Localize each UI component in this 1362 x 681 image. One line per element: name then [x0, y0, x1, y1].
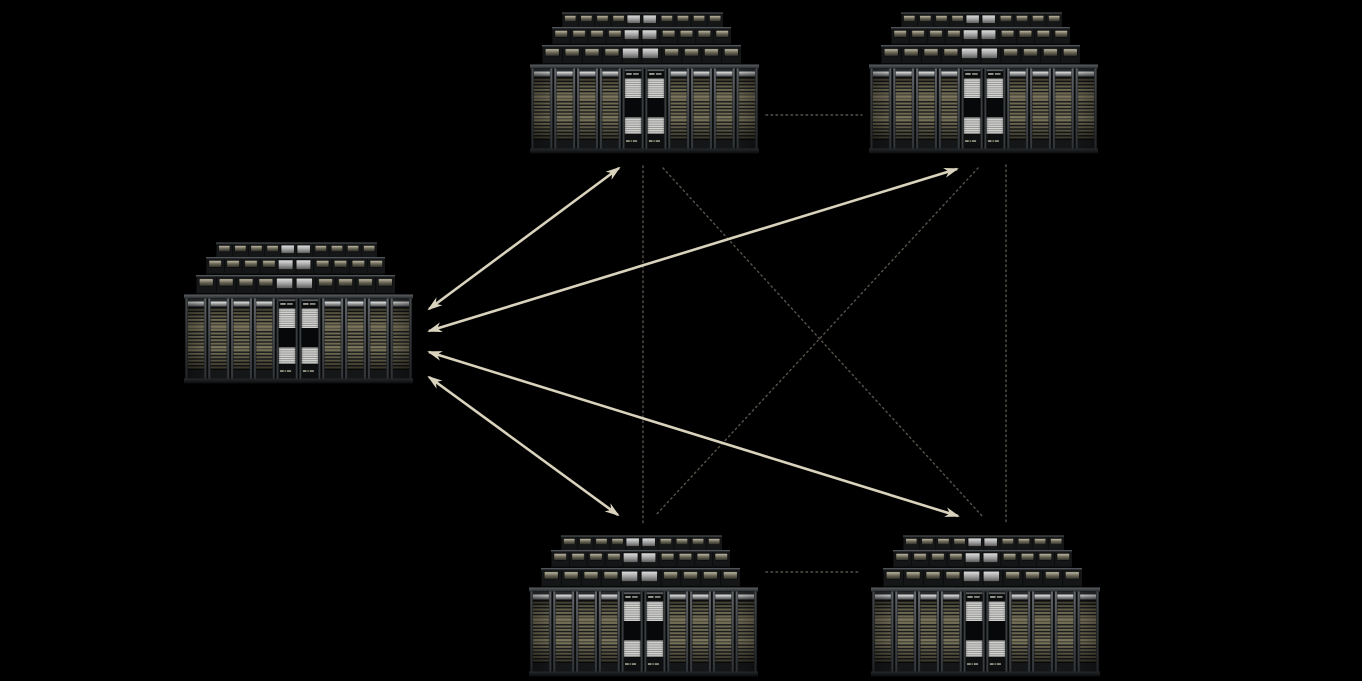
link-hub-top-right — [427, 167, 959, 333]
server-cluster-bottom-left — [529, 536, 758, 677]
server-cluster-bottom-right — [871, 536, 1100, 677]
server-cluster-hub — [184, 243, 413, 384]
server-cluster-top-right — [869, 13, 1098, 154]
mesh-top-right-bottom-left — [654, 167, 979, 517]
hub-arrow-links-layer — [427, 166, 960, 518]
cluster-nodes-layer — [184, 13, 1100, 677]
server-cluster-top-left — [530, 13, 759, 154]
dotted-mesh-links-layer — [642, 114, 1007, 573]
link-hub-top-left — [427, 166, 621, 311]
mesh-top-left-bottom-right — [662, 167, 984, 518]
link-hub-bottom-left — [427, 375, 620, 517]
